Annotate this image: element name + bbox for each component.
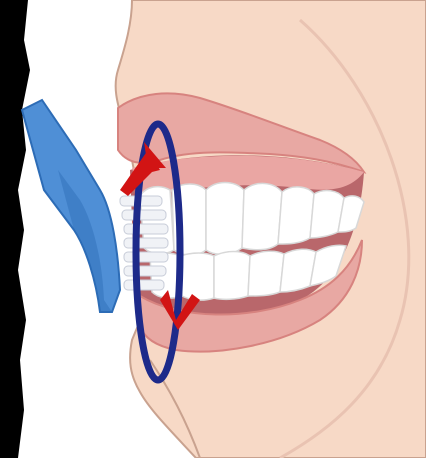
- toothbrush-bristles: [120, 196, 168, 290]
